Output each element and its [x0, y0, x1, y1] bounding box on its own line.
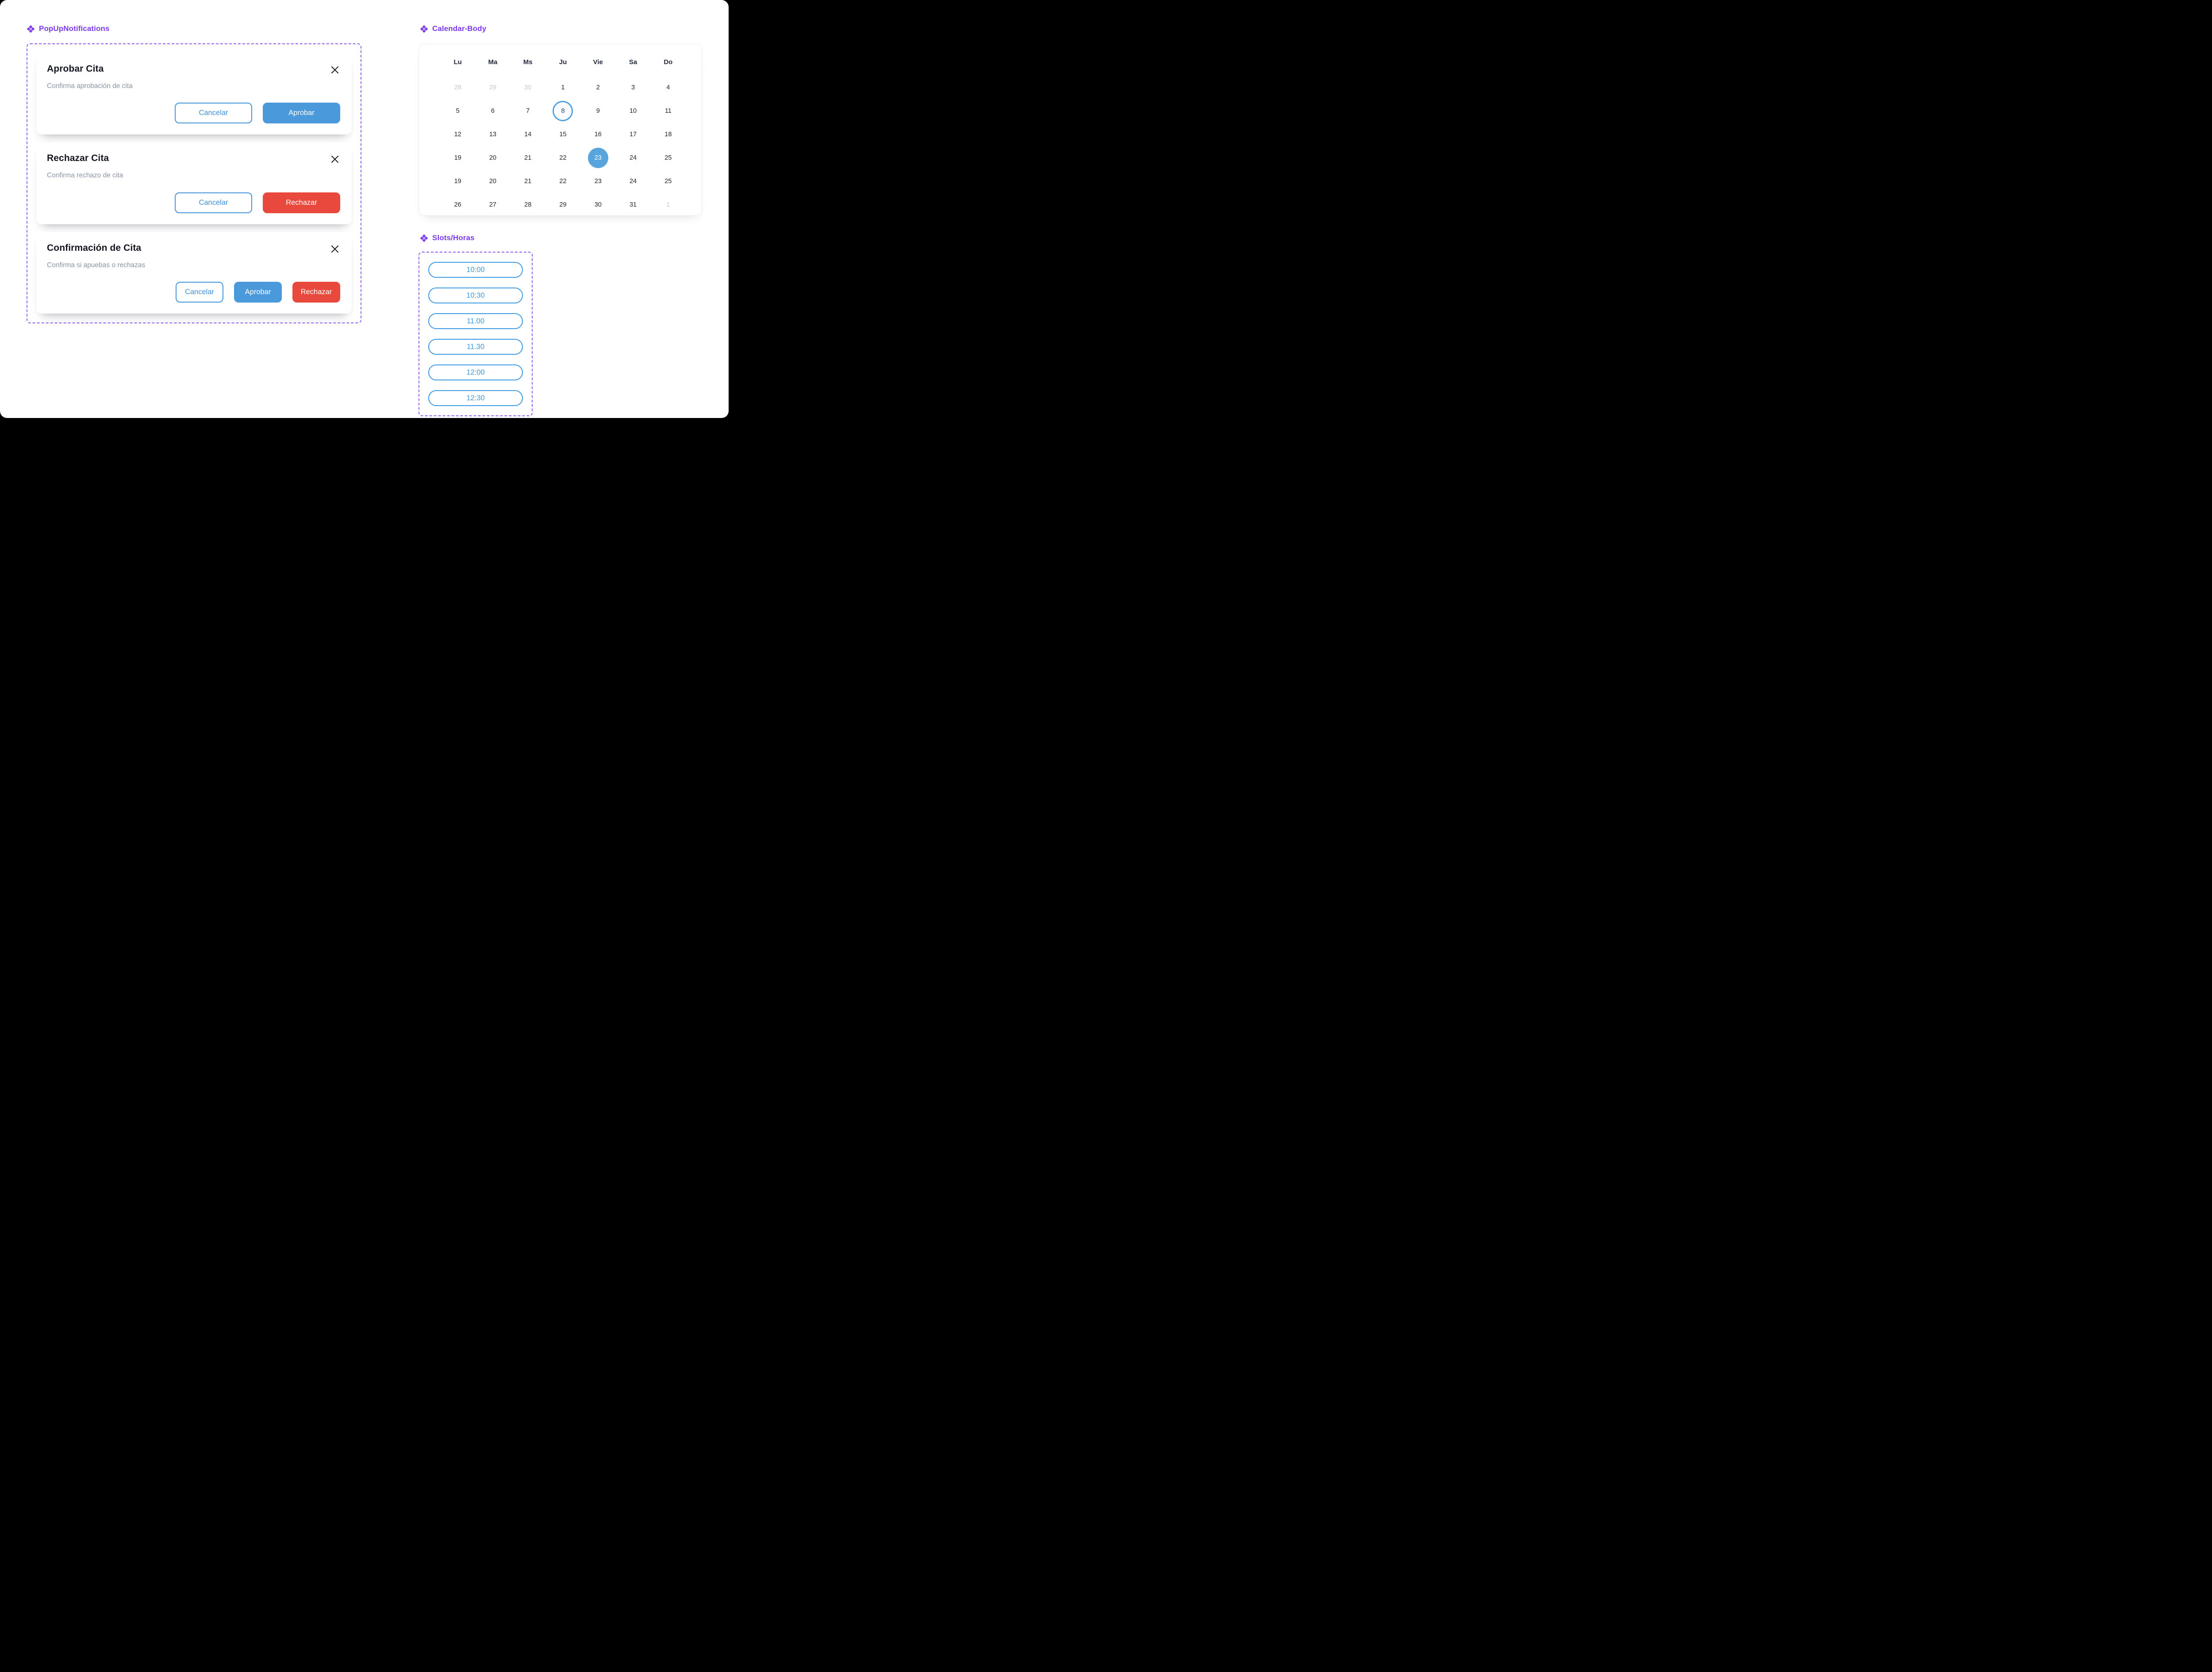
time-slot-button[interactable]: 12:30 — [428, 390, 523, 406]
weekday-header: Vie — [593, 58, 603, 66]
cancel-button[interactable]: Cancelar — [176, 281, 223, 303]
calendar-day-cell[interactable]: 25 — [664, 154, 672, 161]
weekday-header: Ju — [559, 58, 567, 66]
calendar-day-cell[interactable]: 24 — [629, 154, 637, 161]
popup-section-header: PopUpNotifications — [27, 24, 110, 33]
calendar-day-cell[interactable]: 28 — [454, 84, 461, 91]
weekday-header: Do — [664, 58, 673, 66]
calendar-day-cell[interactable]: 1 — [666, 201, 670, 208]
time-slot-button[interactable]: 11.00 — [428, 313, 523, 329]
calendar-day-cell[interactable]: 29 — [559, 201, 567, 208]
popup-notifications-container: Aprobar Cita Confirma aprobación de cita… — [27, 43, 361, 323]
approve-button[interactable]: Aprobar — [234, 281, 282, 303]
modal-subtitle: Confirma si apuebas o rechazas — [47, 261, 146, 269]
modal-subtitle: Confirma rechazo de cita — [47, 172, 123, 180]
approve-button[interactable]: Aprobar — [263, 103, 340, 124]
calendar-section-header: Calendar-Body — [420, 24, 486, 33]
weekday-header: Sa — [629, 58, 637, 66]
calendar-day-cell[interactable]: 2 — [596, 84, 600, 91]
calendar-day-cell[interactable]: 19 — [454, 154, 461, 161]
calendar-day-cell[interactable]: 13 — [489, 130, 496, 138]
calendar-day-cell[interactable]: 8 — [545, 99, 580, 123]
calendar-day-cell[interactable]: 26 — [454, 201, 461, 208]
weekday-header: Ms — [523, 58, 533, 66]
time-slots-container: 10:00 10:30 11.00 11.30 12:00 12:30 — [419, 252, 533, 416]
calendar-day-cell[interactable]: 15 — [559, 130, 567, 138]
calendar-day-cell[interactable]: 6 — [491, 107, 495, 115]
calendar-day-cell[interactable]: 31 — [629, 201, 637, 208]
calendar-day-cell[interactable]: 23 — [594, 177, 602, 185]
time-slot-button[interactable]: 11.30 — [428, 339, 523, 355]
design-system-canvas: PopUpNotifications Aprobar Cita Confirma… — [0, 0, 729, 418]
time-slot-button[interactable]: 10:00 — [428, 262, 523, 278]
calendar-day-cell[interactable]: 17 — [629, 130, 637, 138]
section-title: Slots/Horas — [432, 234, 475, 242]
calendar-day-cell[interactable]: 20 — [489, 177, 496, 185]
weekday-header: Lu — [453, 58, 462, 66]
calendar-day-cell[interactable]: 7 — [526, 107, 530, 115]
reject-button[interactable]: Rechazar — [263, 192, 340, 213]
time-slot-button[interactable]: 12:00 — [428, 364, 523, 380]
calendar-day-cell[interactable]: 10 — [629, 107, 637, 115]
calendar-day-cell[interactable]: 25 — [664, 177, 672, 185]
cancel-button[interactable]: Cancelar — [175, 192, 252, 213]
calendar-day-cell[interactable]: 28 — [524, 201, 532, 208]
calendar-day-cell[interactable]: 16 — [594, 130, 602, 138]
popup-modal: Rechazar Cita Confirma rechazo de cita C… — [36, 142, 352, 224]
modal-button-row: Cancelar Rechazar — [47, 192, 340, 213]
calendar-day-cell[interactable]: 29 — [489, 84, 496, 91]
component-diamonds-icon — [420, 25, 428, 33]
calendar-day-cell[interactable]: 21 — [524, 154, 532, 161]
calendar-day-cell[interactable]: 30 — [524, 84, 532, 91]
calendar-day-cell[interactable]: 18 — [664, 130, 672, 138]
calendar-day-cell[interactable]: 1 — [561, 84, 565, 91]
reject-button[interactable]: Rechazar — [292, 281, 340, 303]
calendar-day-cell[interactable]: 19 — [454, 177, 461, 185]
calendar-day-cell[interactable]: 27 — [489, 201, 496, 208]
modal-button-row: Cancelar Aprobar — [47, 103, 340, 124]
calendar-day-cell[interactable]: 24 — [629, 177, 637, 185]
component-diamonds-icon — [27, 25, 35, 33]
section-title: PopUpNotifications — [39, 24, 110, 33]
calendar-day-cell[interactable]: 20 — [489, 154, 496, 161]
calendar-day-cell[interactable]: 3 — [631, 84, 635, 91]
component-diamonds-icon — [420, 234, 428, 242]
time-slot-button[interactable]: 10:30 — [428, 288, 523, 303]
calendar-day-cell[interactable]: 21 — [524, 177, 532, 185]
modal-title: Confirmación de Cita — [47, 242, 142, 253]
modal-title: Rechazar Cita — [47, 153, 109, 164]
slots-section-header: Slots/Horas — [420, 234, 475, 242]
calendar-day-cell[interactable]: 12 — [454, 130, 461, 138]
calendar-day-cell[interactable]: 22 — [559, 177, 567, 185]
weekday-header: Ma — [488, 58, 498, 66]
close-icon[interactable] — [330, 154, 340, 165]
calendar-day-cell[interactable]: 5 — [456, 107, 460, 115]
close-icon[interactable] — [330, 65, 340, 75]
calendar-day-cell[interactable]: 23 — [580, 146, 615, 169]
calendar-day-cell[interactable]: 11 — [664, 107, 672, 115]
popup-modal: Aprobar Cita Confirma aprobación de cita… — [36, 53, 352, 135]
cancel-button[interactable]: Cancelar — [175, 103, 252, 124]
calendar-day-cell[interactable]: 30 — [594, 201, 602, 208]
modal-subtitle: Confirma aprobación de cita — [47, 82, 133, 90]
modal-button-row: Cancelar Aprobar Rechazar — [47, 281, 340, 303]
close-icon[interactable] — [330, 244, 340, 254]
calendar-day-cell[interactable]: 22 — [559, 154, 567, 161]
calendar-day-cell[interactable]: 4 — [666, 84, 670, 91]
calendar-day-cell[interactable]: 9 — [596, 107, 600, 115]
calendar-day-cell[interactable]: 14 — [524, 130, 532, 138]
section-title: Calendar-Body — [432, 24, 487, 33]
popup-modal: Confirmación de Cita Confirma si apuebas… — [36, 232, 352, 314]
modal-title: Aprobar Cita — [47, 64, 104, 74]
